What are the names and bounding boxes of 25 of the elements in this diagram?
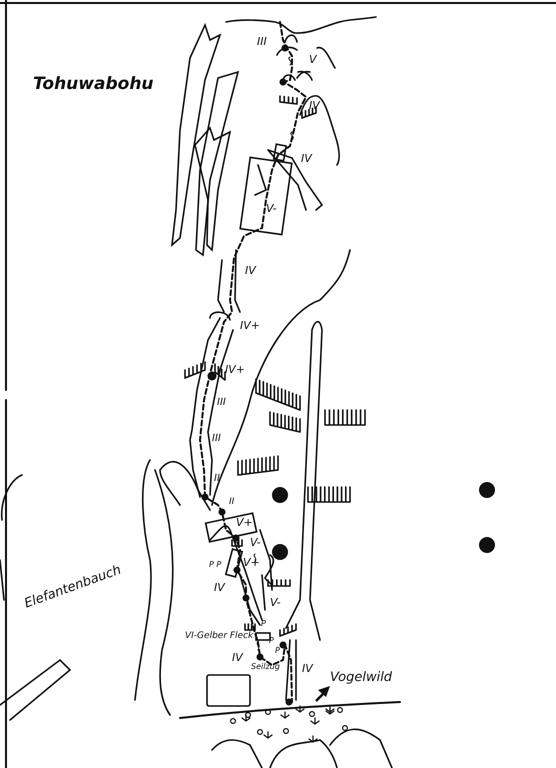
grade-label: V-	[270, 597, 281, 608]
grade-label: IV	[245, 265, 256, 276]
pitch-name: Seilzug	[251, 663, 280, 671]
grade-label: III	[257, 36, 267, 47]
grade-label: IV	[232, 652, 243, 663]
grade-label: II	[214, 474, 220, 484]
grade-label: III	[212, 434, 221, 444]
grade-label: IV	[214, 582, 225, 593]
grade-label: V-	[250, 537, 261, 548]
grade-label: V-	[266, 203, 277, 214]
piton-label: P	[261, 620, 266, 628]
grade-label: V	[309, 54, 317, 65]
grade-label: V+	[243, 557, 260, 568]
piton-label: P	[275, 647, 280, 655]
grade-label: IV+	[240, 320, 260, 331]
piton-label: P P	[209, 561, 222, 569]
grade-label: IV+	[225, 364, 245, 375]
grade-label: IV	[301, 153, 312, 164]
grade-label: II	[229, 498, 234, 507]
route-name: Tohuwabohu	[33, 76, 154, 93]
grade-label: IV	[302, 663, 313, 674]
route-name: Vogelwild	[330, 671, 392, 684]
pitch-name: VI-Gelber Fleck	[185, 632, 254, 641]
grade-label: V+	[236, 517, 253, 528]
grade-label: III	[217, 398, 226, 408]
